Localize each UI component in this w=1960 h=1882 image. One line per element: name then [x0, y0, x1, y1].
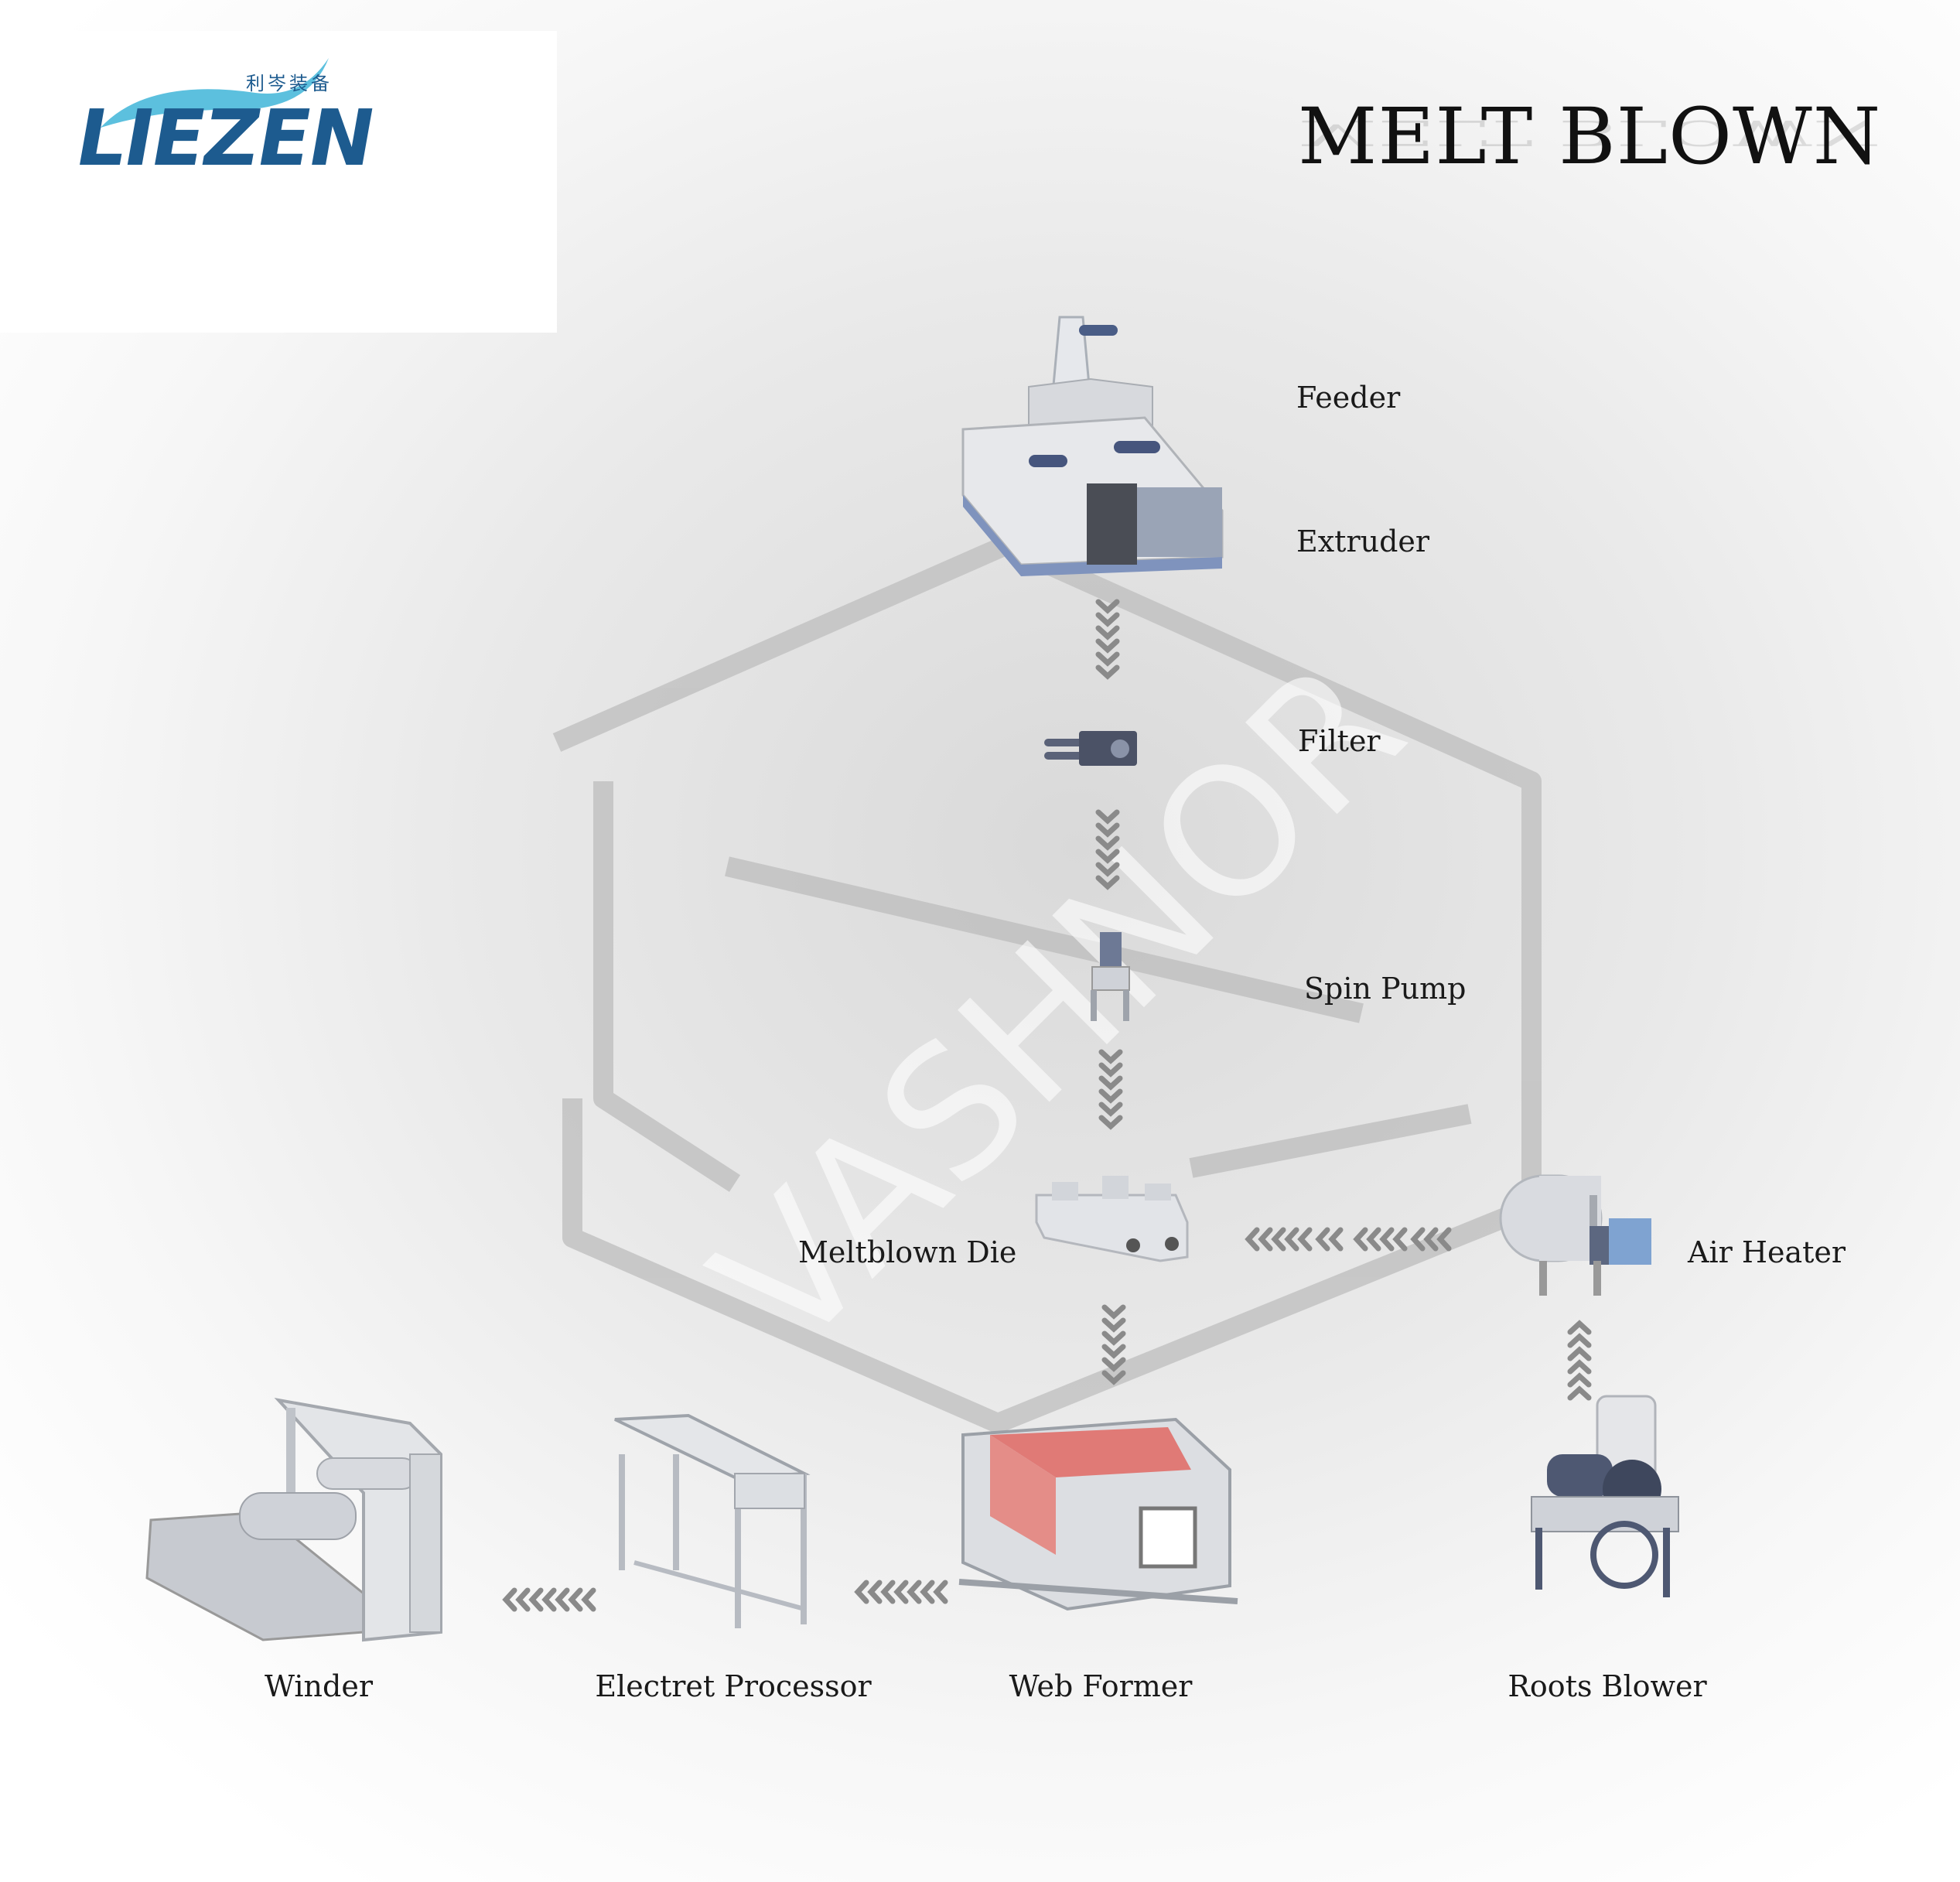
- label-spin-pump: Spin Pump: [1304, 972, 1467, 1006]
- roots-blower-machine: [1531, 1395, 1679, 1597]
- label-air-heater: Air Heater: [1688, 1235, 1846, 1269]
- label-extruder: Extruder: [1296, 524, 1430, 558]
- label-feeder: Feeder: [1296, 381, 1401, 415]
- air-heater-machine: [1499, 1174, 1651, 1296]
- logo-swoosh-icon: [101, 58, 329, 128]
- arrow-pump-to-die: [1098, 1049, 1123, 1130]
- page-title: MELT BLOWN: [1298, 91, 1882, 182]
- arrow-filter-to-pump: [1095, 809, 1120, 890]
- winder-machine: [145, 1398, 442, 1642]
- electret-processor-machine: [614, 1413, 811, 1628]
- brand-chinese: 利岑装备: [246, 73, 333, 94]
- label-roots-blower: Roots Blower: [1508, 1669, 1707, 1703]
- arrow-die-to-webformer: [1101, 1304, 1126, 1385]
- spin-pump-machine: [1091, 932, 1130, 1021]
- label-meltblown-die: Meltblown Die: [798, 1235, 1017, 1269]
- label-electret-processor: Electret Processor: [595, 1669, 872, 1703]
- arrow-blower-to-heater: [1567, 1320, 1592, 1401]
- feeder-extruder-machine: [961, 316, 1224, 576]
- arrow-electret-to-winder: [502, 1587, 596, 1612]
- label-filter: Filter: [1298, 724, 1381, 758]
- logo-panel: [0, 31, 557, 333]
- label-web-former: Web Former: [1009, 1669, 1193, 1703]
- arrow-webformer-to-electret: [854, 1580, 948, 1604]
- web-former-machine: [958, 1417, 1238, 1611]
- arrow-extruder-to-filter: [1095, 599, 1120, 680]
- filter-machine: [1044, 731, 1137, 766]
- label-winder: Winder: [265, 1669, 373, 1703]
- brand-logo: 利岑装备 LIEZEN: [70, 54, 381, 183]
- arrow-heater-to-die: [1245, 1227, 1452, 1252]
- meltblown-die-machine: [1035, 1176, 1189, 1262]
